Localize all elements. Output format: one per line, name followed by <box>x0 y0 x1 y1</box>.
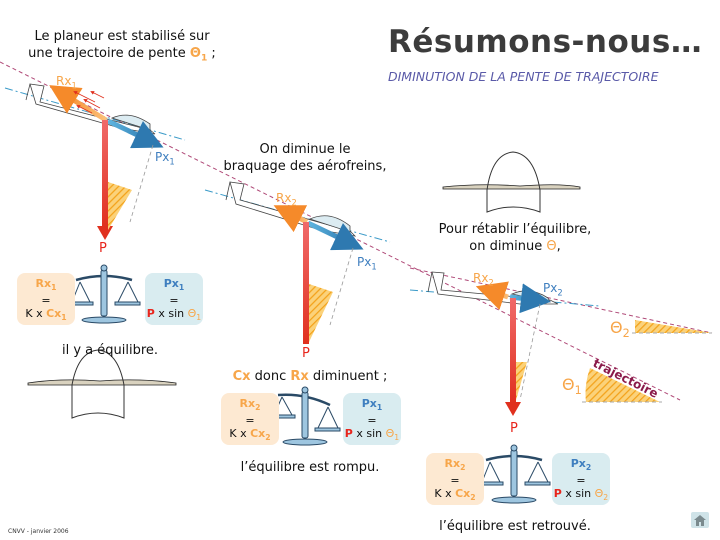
weight-label-1: P <box>99 241 107 256</box>
px1-formula-box-step2: Px1 = P x sin Θ1 <box>343 393 401 445</box>
angle-hatch-2 <box>309 284 333 342</box>
theta1-symbol: Θ1 <box>189 46 208 64</box>
footer-credit: CNVV - janvier 2006 <box>8 528 69 535</box>
step2-conclusion: l’équilibre est rompu. <box>240 460 380 475</box>
balance-scale-icon-1 <box>67 264 141 324</box>
rx2-formula-box-step3: Rx2 = K x Cx2 <box>426 453 484 505</box>
page-title: Résumons-nous… <box>388 24 703 60</box>
rx1-label: Rx1 <box>56 74 77 91</box>
px1-formula-box: Px1 = P x sin Θ1 <box>145 273 203 325</box>
step3-conclusion: l’équilibre est retrouvé. <box>439 519 591 534</box>
trajectory-line-theta2 <box>409 267 713 334</box>
px2-vector <box>509 283 551 314</box>
theta1-triangle <box>585 368 660 402</box>
rx1-formula-box: Rx1 = K x Cx1 <box>17 273 75 325</box>
weight-vector-1 <box>102 120 108 228</box>
horizon-icon-1 <box>27 349 177 419</box>
rx2-label: Rx2 <box>276 191 297 208</box>
px1-vector-step2 <box>306 220 364 251</box>
balance-scale-icon-3 <box>477 444 551 504</box>
angle-hatch-1 <box>108 182 132 230</box>
theta1-label: Θ1 <box>562 375 582 398</box>
px1-label-step2: Px1 <box>357 255 377 272</box>
px1-label: Px1 <box>155 150 175 167</box>
weight-vector-2 <box>303 222 309 344</box>
weight-vector-3 <box>510 298 516 404</box>
angle-hatch-3 <box>516 362 527 400</box>
balance-scale-icon-2 <box>269 386 341 446</box>
step3-caption: Pour rétablir l’équilibre, on diminue Θ, <box>438 222 592 254</box>
home-icon <box>694 515 706 526</box>
step2-effect: Cx donc Rx diminuent ; <box>232 369 388 384</box>
step1-caption: Le planeur est stabilisé sur une traject… <box>28 29 216 64</box>
rx2-formula-box: Rx2 = K x Cx2 <box>221 393 279 445</box>
horizon-icon-2 <box>442 151 581 213</box>
airflow-arrows-icon <box>73 91 105 114</box>
px1-vector <box>106 118 164 149</box>
theta2-label: Θ2 <box>610 318 630 341</box>
weight-label-3: P <box>510 421 518 436</box>
rx1-vector <box>49 85 108 123</box>
weight-label-2: P <box>302 346 310 361</box>
step1-conclusion: il y a équilibre. <box>61 343 159 358</box>
page-subtitle: DIMINUTION DE LA PENTE DE TRAJECTOIRE <box>388 69 659 84</box>
rx2-vector-step3 <box>475 281 509 310</box>
step2-caption: On diminue le braquage des aérofreins, <box>223 142 387 174</box>
home-button[interactable] <box>691 512 709 528</box>
theta2-triangle <box>635 320 712 333</box>
px2-label: Px2 <box>543 281 563 298</box>
px2-formula-box: Px2 = P x sin Θ2 <box>552 453 610 505</box>
rx2-vector <box>273 205 309 233</box>
rx2-label-step3: Rx2 <box>473 271 494 288</box>
